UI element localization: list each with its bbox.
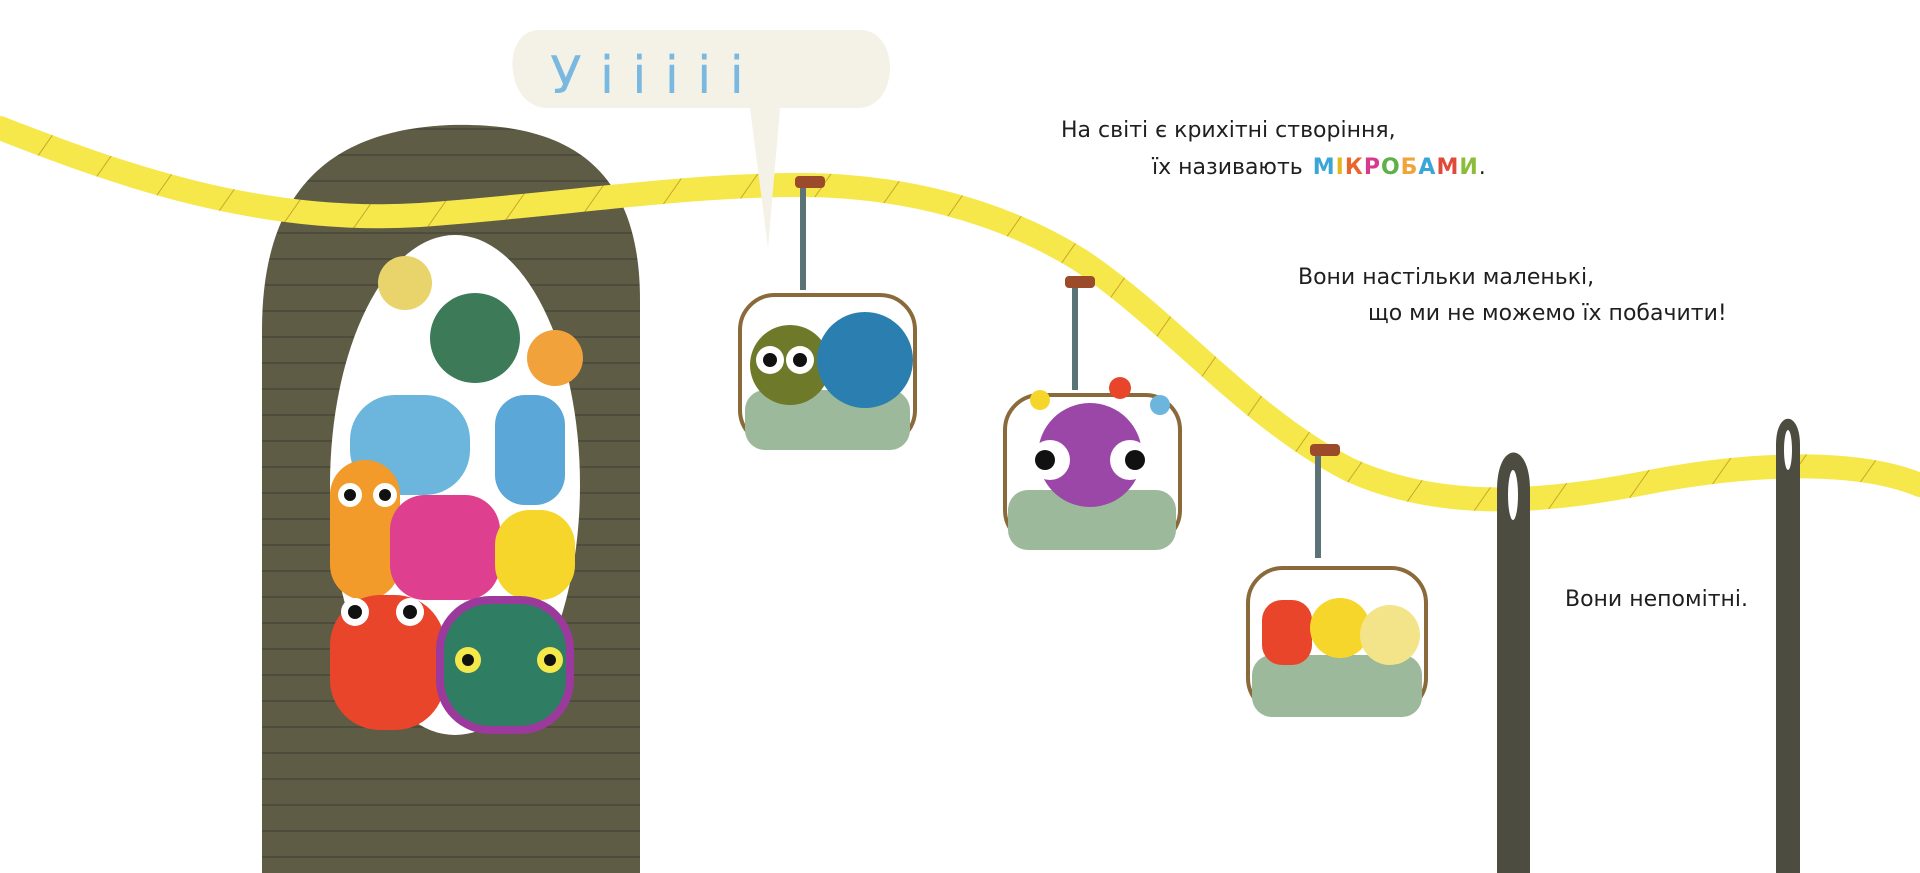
cable-car-2: [1003, 276, 1182, 550]
microbes-letter: Б: [1400, 155, 1419, 180]
microbes-letter: Р: [1363, 155, 1381, 180]
rope: [0, 116, 1920, 512]
microbes-letter: К: [1344, 155, 1364, 180]
story-line-5: Вони непомітні.: [1565, 587, 1749, 612]
story-line-2-suffix: .: [1478, 155, 1486, 180]
needles: [1497, 418, 1800, 873]
speech-bubble: [512, 30, 890, 248]
cable-car-3: [1246, 444, 1428, 717]
microbes-letter: А: [1418, 155, 1437, 180]
tower-microbes: [330, 256, 583, 734]
microbes-letter: О: [1380, 155, 1401, 180]
cable-car-1: [738, 176, 917, 450]
story-line-1: На світі є крихітні створіння,: [1061, 118, 1396, 143]
microbes-letter: І: [1335, 155, 1345, 180]
microbes-letter: М: [1436, 155, 1460, 180]
microbes-letter: М: [1312, 155, 1336, 180]
speech-bubble-text: Уііііі: [550, 46, 762, 106]
story-line-4: що ми не можемо їх побачити!: [1368, 301, 1727, 326]
microbes-letter: И: [1459, 155, 1479, 180]
story-line-3: Вони настільки маленькі,: [1298, 265, 1595, 290]
story-line-2-prefix: їх називають: [1152, 155, 1303, 180]
microbes-highlight-word: МІКРОБАМИ: [1313, 155, 1479, 180]
